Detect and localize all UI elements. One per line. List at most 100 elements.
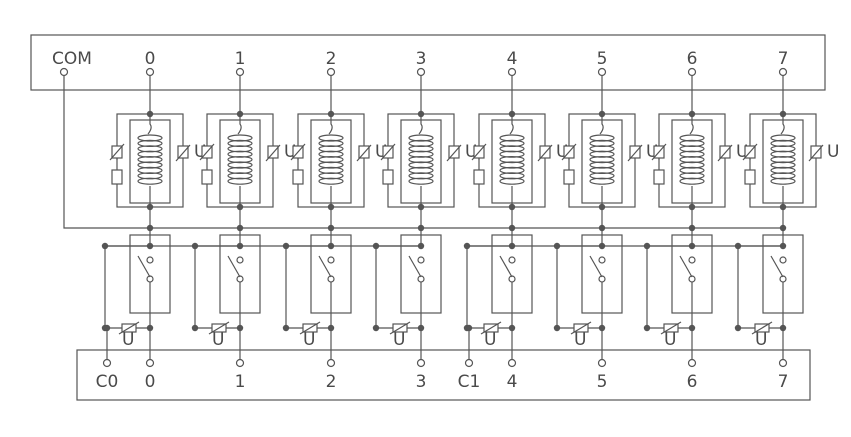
suppressor-slash — [570, 321, 592, 335]
varistor-u-label: U — [827, 142, 839, 162]
bottom-terminal-block — [76, 349, 811, 401]
relay-switch-contact — [770, 255, 787, 328]
relay-channel-0: UU — [101, 67, 206, 368]
switch-node — [779, 256, 787, 264]
top-terminal-label-7: 7 — [778, 49, 789, 69]
coil-turn — [499, 177, 525, 185]
relay-switch-contact — [137, 255, 154, 328]
indicator-box — [111, 169, 123, 185]
suppressor-slash — [118, 321, 140, 335]
com-return-wire — [59, 67, 783, 229]
varistor-body — [810, 145, 822, 159]
varistor-slash — [808, 144, 824, 162]
suppressor-icon — [299, 321, 321, 335]
varistor-body — [267, 145, 279, 159]
relay-coil — [499, 114, 525, 207]
suppressor-slash — [299, 321, 321, 335]
varistor-icon — [109, 143, 125, 161]
varistor-slash — [717, 144, 733, 162]
suppressor-u-label: U — [303, 330, 315, 350]
top-terminal-label-4: 4 — [507, 49, 518, 69]
coil-lead — [599, 114, 604, 135]
switch-blade — [318, 255, 332, 278]
suppressor-slash — [389, 321, 411, 335]
varistor-slash — [446, 144, 462, 162]
varistor-icon — [717, 144, 733, 162]
varistor-slash — [627, 144, 643, 162]
varistor-body — [177, 145, 189, 159]
c0-terminal-connector — [102, 358, 112, 368]
top-terminal-connector — [597, 67, 607, 77]
switch-blade — [770, 255, 784, 278]
varistor-slash — [651, 143, 667, 161]
switch-blade — [408, 255, 422, 278]
top-terminal-connector — [507, 67, 517, 77]
relay-channel-4: UU — [463, 67, 568, 368]
indicator-box — [201, 169, 213, 185]
indicator-box — [563, 169, 575, 185]
switch-blade — [137, 255, 151, 278]
varistor-icon — [380, 143, 396, 161]
bottom-terminal-connector — [778, 358, 788, 368]
varistor-icon — [199, 143, 215, 161]
relay-coil — [227, 114, 253, 207]
c1-terminal-label: C1 — [458, 372, 481, 392]
relay-switch-contact — [499, 255, 516, 328]
suppressor-icon — [208, 321, 230, 335]
varistor-icon — [290, 143, 306, 161]
suppressor-icon — [118, 321, 140, 335]
varistor-icon — [651, 143, 667, 161]
bottom-terminal-connector — [416, 358, 426, 368]
relay-switch-contact — [408, 255, 425, 328]
com-terminal-label: COM — [52, 49, 92, 69]
junction-dot — [103, 324, 111, 332]
top-terminal-connector — [326, 67, 336, 77]
varistor-icon — [742, 143, 758, 161]
top-terminal-connector — [235, 67, 245, 77]
coil-turn — [589, 177, 615, 185]
bottom-terminal-label-4: 4 — [507, 372, 518, 392]
c0-terminal-label: C0 — [96, 372, 119, 392]
coil-turn — [770, 177, 796, 185]
varistor-slash — [109, 143, 125, 161]
relay-channel-6: UU — [643, 67, 748, 368]
bottom-terminal-connector — [507, 358, 517, 368]
suppressor-icon — [751, 321, 773, 335]
varistor-body — [719, 145, 731, 159]
coil-lead — [689, 114, 694, 135]
coil-lead — [509, 114, 514, 135]
top-terminal-connector — [778, 67, 788, 77]
varistor-icon — [537, 144, 553, 162]
varistor-body — [448, 145, 460, 159]
relay-switch-contact — [227, 255, 244, 328]
coil-lead — [147, 114, 152, 135]
suppressor-u-label: U — [484, 330, 496, 350]
suppressor-u-label: U — [212, 330, 224, 350]
switch-blade — [227, 255, 241, 278]
bottom-terminal-label-3: 3 — [416, 372, 427, 392]
bottom-terminal-connector — [145, 358, 155, 368]
varistor-slash — [561, 143, 577, 161]
indicator-box — [744, 169, 756, 185]
switch-blade — [679, 255, 693, 278]
top-terminal-label-5: 5 — [597, 49, 608, 69]
bottom-terminal-label-2: 2 — [326, 372, 337, 392]
suppressor-u-label: U — [393, 330, 405, 350]
relay-switch-contact — [589, 255, 606, 328]
suppressor-icon — [480, 321, 502, 335]
top-terminal-connector — [416, 67, 426, 77]
relay-coil — [770, 114, 796, 207]
switch-node — [508, 256, 516, 264]
varistor-icon — [627, 144, 643, 162]
relay-channel-1: UU — [191, 67, 296, 368]
top-terminal-label-2: 2 — [326, 49, 337, 69]
indicator-box — [653, 169, 665, 185]
top-terminal-block — [30, 34, 826, 91]
switch-node — [146, 256, 154, 264]
switch-blade — [589, 255, 603, 278]
junction-dot — [465, 324, 473, 332]
varistor-icon — [175, 144, 191, 162]
varistor-slash — [290, 143, 306, 161]
